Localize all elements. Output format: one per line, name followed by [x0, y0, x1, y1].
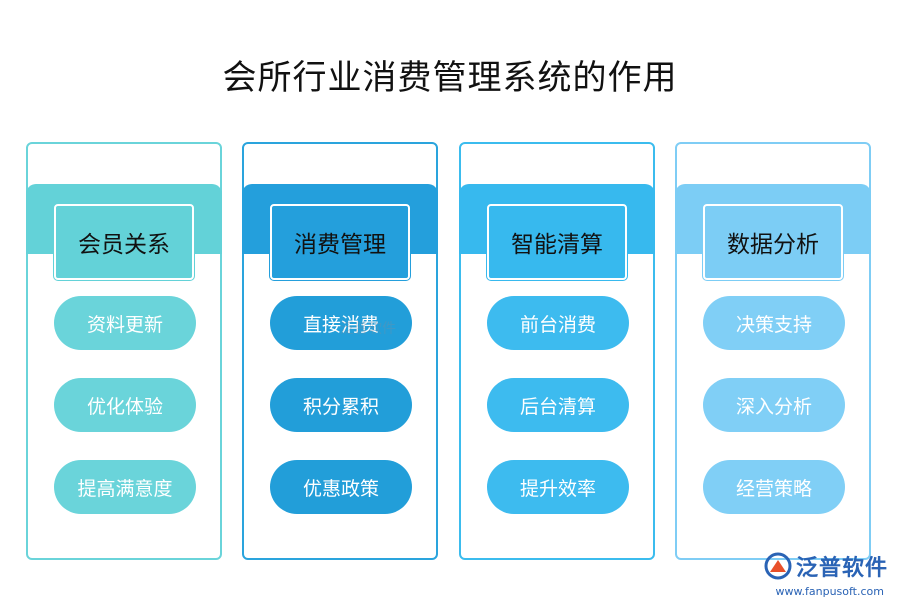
brand-logo: 泛普软件 [764, 550, 888, 582]
column-heading: 数据分析 [703, 204, 843, 280]
item-pill: 深入分析 [703, 378, 845, 432]
item-pill: 提高满意度 [54, 460, 196, 514]
logo-url: www.fanpusoft.com [775, 585, 884, 598]
column-heading: 会员关系 [54, 204, 194, 280]
item-pill: 经营策略 [703, 460, 845, 514]
column-heading: 智能清算 [487, 204, 627, 280]
item-pill: 提升效率 [487, 460, 629, 514]
item-pill: 后台清算 [487, 378, 629, 432]
item-pill: 优惠政策 [270, 460, 412, 514]
item-pill: 积分累积 [270, 378, 412, 432]
logo-icon [764, 552, 792, 580]
item-pill: 决策支持 [703, 296, 845, 350]
item-pill: 前台消费 [487, 296, 629, 350]
watermark-text: 泛普软件 [340, 321, 396, 337]
page-title: 会所行业消费管理系统的作用 [222, 58, 678, 98]
item-pill: 优化体验 [54, 378, 196, 432]
item-pill: 直接消费 [270, 296, 412, 350]
item-pill: 资料更新 [54, 296, 196, 350]
column-member-relations: 会员关系 资料更新 优化体验 提高满意度 [26, 142, 222, 560]
column-data-analysis: 数据分析 决策支持 深入分析 经营策略 [675, 142, 871, 560]
column-heading: 消费管理 [270, 204, 410, 280]
column-smart-settlement: 智能清算 前台消费 后台清算 提升效率 [459, 142, 655, 560]
column-consumption-management: 消费管理 直接消费 积分累积 优惠政策 [242, 142, 438, 560]
logo-text: 泛普软件 [795, 556, 888, 581]
